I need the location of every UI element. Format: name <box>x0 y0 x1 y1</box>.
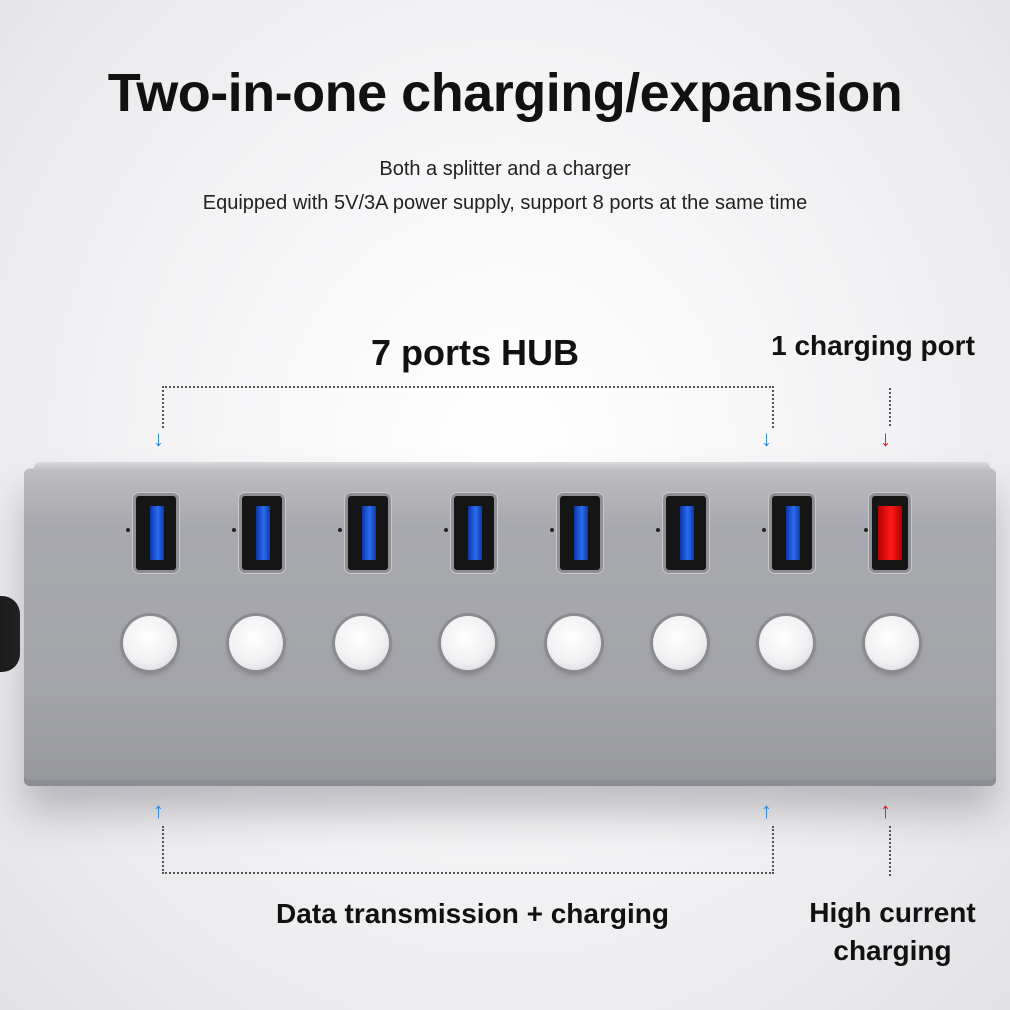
hub-top-edge <box>34 462 990 472</box>
usb-port-1 <box>136 496 176 570</box>
port-tongue <box>256 506 270 560</box>
usb-port-6 <box>666 496 706 570</box>
port-switch-button-5[interactable] <box>547 616 601 670</box>
usb-port-5 <box>560 496 600 570</box>
led-5 <box>550 528 554 532</box>
charging-bracket-top <box>889 388 891 426</box>
port-tongue <box>878 506 902 560</box>
usb-port-7 <box>772 496 812 570</box>
led-8 <box>864 528 868 532</box>
port-tongue <box>362 506 376 560</box>
data-transmission-label: Data transmission + charging <box>276 898 669 929</box>
charging-port <box>872 496 908 570</box>
port-tongue <box>150 506 164 560</box>
port-switch-button-4[interactable] <box>441 616 495 670</box>
led-1 <box>126 528 130 532</box>
subtitle-line-1: Both a splitter and a charger <box>379 158 631 180</box>
page-title: Two-in-one charging/expansion <box>107 63 903 123</box>
port-switch-button-1[interactable] <box>123 616 177 670</box>
led-2 <box>232 528 236 532</box>
hub-body <box>24 468 996 786</box>
hub-ports-label: 7 ports HUB <box>370 332 580 373</box>
arrow-up-charging-port: ↑ <box>880 798 891 823</box>
port-switch-button-2[interactable] <box>229 616 283 670</box>
port-switch-button-3[interactable] <box>335 616 389 670</box>
port-tongue <box>468 506 482 560</box>
top-bracket <box>162 386 774 428</box>
arrow-down-port-7: ↓ <box>761 426 772 451</box>
high-current-line-2: charging <box>833 935 952 966</box>
arrow-up-port-7: ↑ <box>761 798 772 823</box>
led-7 <box>762 528 766 532</box>
usb-port-3 <box>348 496 388 570</box>
led-6 <box>656 528 660 532</box>
port-switch-button-6[interactable] <box>653 616 707 670</box>
led-3 <box>338 528 342 532</box>
usb-port-2 <box>242 496 282 570</box>
port-tongue <box>574 506 588 560</box>
led-4 <box>444 528 448 532</box>
charging-port-label: 1 charging port <box>771 330 975 361</box>
port-tongue <box>680 506 694 560</box>
arrow-down-charging-port: ↓ <box>880 426 891 451</box>
port-switch-button-7[interactable] <box>759 616 813 670</box>
port-tongue <box>786 506 800 560</box>
high-current-label: High current charging <box>790 894 995 970</box>
usb-port-4 <box>454 496 494 570</box>
arrow-down-port-1: ↓ <box>153 426 164 451</box>
port-switch-button-8[interactable] <box>865 616 919 670</box>
usb-cable <box>0 596 20 672</box>
subtitle-line-2: Equipped with 5V/3A power supply, suppor… <box>202 192 808 214</box>
bottom-bracket <box>162 826 774 874</box>
arrow-up-port-1: ↑ <box>153 798 164 823</box>
high-current-line-1: High current <box>809 897 976 928</box>
charging-bracket-bottom <box>889 826 891 876</box>
